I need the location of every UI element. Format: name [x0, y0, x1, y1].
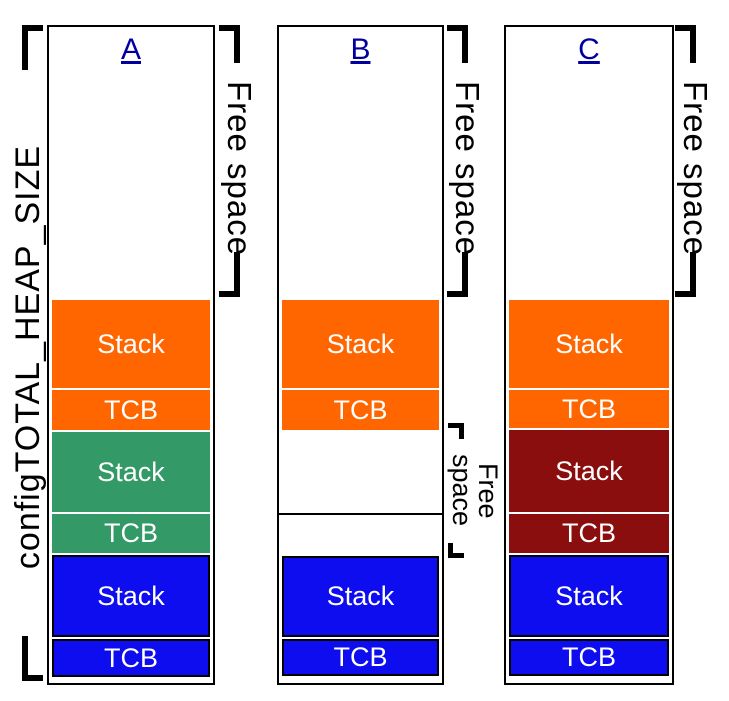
column-C-block-tcb-1: TCB	[509, 390, 669, 428]
block-label: Stack	[97, 328, 165, 359]
column-C-block-tcb-5: TCB	[509, 639, 669, 676]
column-A-title: A	[120, 33, 141, 66]
column-C-block-stack-0: Stack	[509, 300, 669, 388]
column-B-block-tcb-3: TCB	[282, 639, 439, 676]
column-A-free-space-label: Free space	[221, 81, 258, 257]
heap-size-label: configTOTAL_HEAP_SIZE	[9, 144, 47, 570]
column-C-free-space-bracket-bottom	[675, 252, 696, 297]
column-B-mid-free-space-bracket-top	[448, 423, 464, 439]
column-A-free-space-bracket-top	[219, 25, 240, 63]
heap-bracket-bottom-corner	[22, 636, 43, 681]
column-B-free-space-label: Free space	[449, 81, 486, 257]
block-label: Stack	[326, 581, 395, 611]
block-label: TCB	[333, 394, 388, 425]
column-B-title: B	[350, 33, 371, 66]
column-C-free-space-bracket-top	[675, 25, 696, 63]
column-B-mid-free-space-label: Free space	[447, 454, 503, 527]
column-B-block-tcb-1: TCB	[282, 390, 439, 430]
column-A-block-tcb-3: TCB	[52, 514, 210, 553]
column-C-free-space-label: Free space	[677, 81, 714, 257]
column-B-mid-free-space-bracket-bottom	[448, 543, 464, 558]
block-label: TCB	[562, 393, 616, 424]
block-label: Stack	[555, 328, 623, 359]
block-label: TCB	[104, 518, 158, 548]
heap-bracket-top-corner	[22, 25, 43, 70]
column-A-block-stack-2: Stack	[52, 432, 210, 512]
block-label: Stack	[326, 328, 395, 359]
column-B-divider-line	[279, 513, 442, 515]
column-C-title: C	[578, 33, 600, 66]
block-label: TCB	[104, 642, 158, 673]
block-label: Stack	[555, 455, 623, 486]
column-A-block-tcb-5: TCB	[52, 639, 210, 677]
column-A-block-tcb-1: TCB	[52, 390, 210, 430]
block-label: Stack	[555, 580, 623, 611]
column-B-block-stack-2: Stack	[282, 556, 439, 637]
column-B-block-stack-0: Stack	[282, 300, 439, 388]
column-C-block-tcb-3: TCB	[509, 514, 669, 553]
column-B-free-space-bracket-bottom	[447, 252, 468, 297]
column-C-block-stack-4: Stack	[509, 555, 669, 637]
column-A-free-space-bracket-bottom	[219, 252, 240, 297]
column-A-block-stack-0: Stack	[52, 300, 210, 388]
block-label: TCB	[333, 642, 388, 672]
column-C-block-stack-2: Stack	[509, 430, 669, 512]
block-label: TCB	[562, 642, 616, 672]
column-A-block-stack-4: Stack	[52, 555, 210, 637]
block-label: Stack	[97, 580, 165, 611]
block-label: Stack	[97, 456, 165, 487]
block-label: TCB	[562, 518, 616, 548]
column-B-free-space-bracket-top	[447, 25, 468, 63]
block-label: TCB	[104, 394, 158, 425]
